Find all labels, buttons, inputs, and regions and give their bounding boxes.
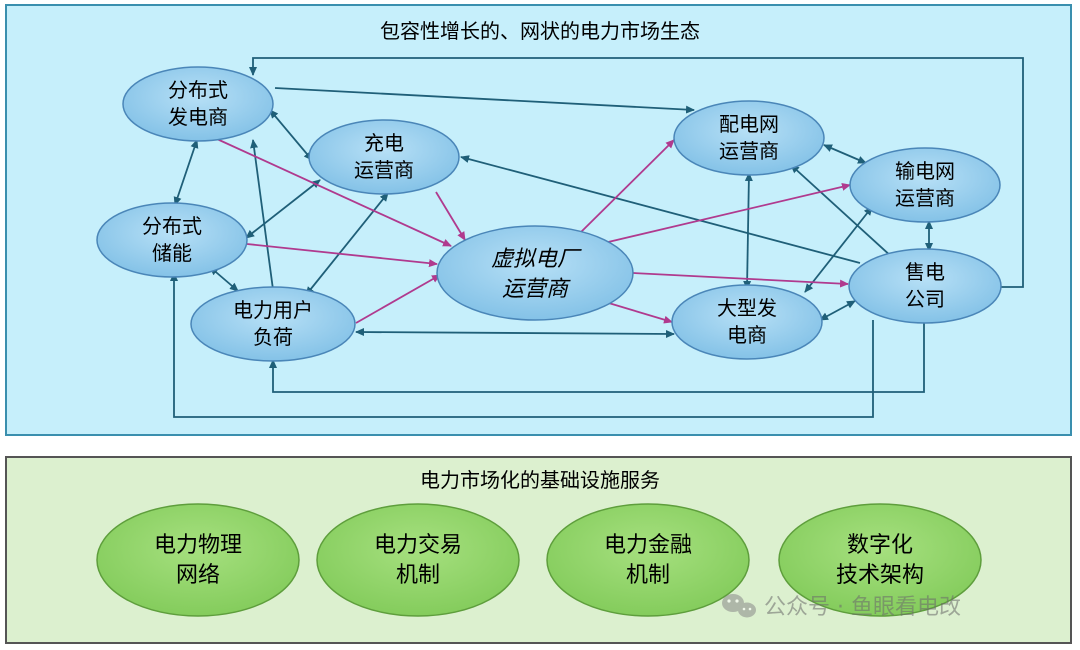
node-label-line2: 电商 (727, 323, 767, 347)
node-distributed-generator: 分布式 发电商 (122, 66, 274, 142)
node-distribution-grid: 配电网 运营商 (673, 100, 825, 176)
edge-transgrid-largegen (804, 206, 873, 293)
node-label-line2: 运营商 (895, 186, 955, 210)
vpp-connectors (216, 138, 851, 324)
infra-label-line1: 电力交易 (374, 533, 462, 558)
infra-label-line2: 网络 (176, 563, 220, 588)
watermark: 公众号 · 鱼眼看电改 (722, 594, 961, 620)
node-label-line2: 负荷 (253, 325, 293, 349)
edge-charging-storage (245, 179, 321, 239)
node-label-line1: 虚拟电厂 (491, 247, 582, 272)
watermark-text: 公众号 · 鱼眼看电改 (764, 595, 961, 620)
node-label-line1: 分布式 (142, 214, 202, 238)
edge-vpp-retailer (632, 272, 849, 288)
node-large-generator: 大型发 电商 (671, 284, 823, 360)
edge-distgen-vpp (216, 138, 452, 247)
node-distributed-storage: 分布式 储能 (96, 202, 248, 278)
edge-retailer-loop-distgen (249, 57, 1024, 288)
infra-label-line1: 数字化 (847, 533, 913, 558)
edge-retailer-loop-storage (170, 272, 874, 418)
edge-distgen-charging (269, 109, 313, 161)
edge-retailer-largegen (819, 300, 856, 321)
ecosystem-title: 包容性增长的、网状的电力市场生态 (380, 19, 700, 43)
node-label-line2: 储能 (152, 241, 192, 265)
edge-retailer-distgrid (790, 164, 894, 259)
edge-vpp-largegen (601, 300, 673, 324)
node-label-line1: 分布式 (168, 78, 228, 102)
infra-label-line2: 机制 (396, 563, 440, 588)
edge-charging-vpp (435, 191, 466, 241)
node-label-line1: 售电 (905, 260, 945, 284)
infra-label-line2: 技术架构 (836, 563, 924, 588)
node-label-line2: 运营商 (502, 277, 571, 302)
node-label-line2: 发电商 (168, 105, 228, 129)
node-label-line1: 输电网 (895, 159, 955, 183)
edge-distgen-storage (173, 139, 199, 206)
edge-storage-vpp (246, 243, 438, 268)
infra-physical-network: 电力物理 网络 (96, 503, 300, 617)
node-user-load: 电力用户 负荷 (190, 286, 356, 362)
edge-distgen-distgrid (274, 87, 695, 114)
infra-label-line1: 电力金融 (604, 533, 692, 558)
node-label-line2: 运营商 (719, 139, 779, 163)
edge-distgrid-transgrid (823, 144, 867, 164)
node-charging-operator: 充电 运营商 (308, 119, 460, 195)
edge-charging-userload (305, 192, 389, 296)
edge-vpp-distgrid (577, 139, 675, 236)
edge-retailer-loop-userload (269, 318, 925, 393)
infrastructure-title: 电力市场化的基础设施服务 (420, 468, 660, 492)
edge-userload-largegen (355, 328, 675, 338)
node-label-line2: 公司 (905, 287, 945, 311)
infra-label-line2: 机制 (626, 563, 670, 588)
edge-vpp-transgrid (603, 182, 851, 244)
infra-finance-mechanism: 电力金融 机制 (546, 503, 750, 617)
node-label-line2: 运营商 (354, 158, 414, 182)
infra-label-line1: 电力物理 (154, 533, 242, 558)
node-power-retailer: 售电 公司 (848, 248, 1002, 324)
node-virtual-power-plant: 虚拟电厂 运营商 (436, 225, 634, 321)
node-label-line1: 电力用户 (233, 298, 313, 322)
edge-distgrid-largegen (743, 172, 753, 290)
infra-trading-mechanism: 电力交易 机制 (316, 503, 520, 617)
edge-retailer-charging (460, 155, 861, 264)
wechat-icon (722, 594, 756, 618)
node-label-line1: 充电 (364, 131, 404, 155)
node-transmission-grid: 输电网 运营商 (849, 147, 1001, 223)
node-label-line1: 大型发 (717, 296, 777, 320)
edge-userload-vpp (355, 274, 441, 324)
infra-digital-architecture: 数字化 技术架构 (778, 503, 982, 617)
node-label-line1: 配电网 (719, 112, 779, 136)
